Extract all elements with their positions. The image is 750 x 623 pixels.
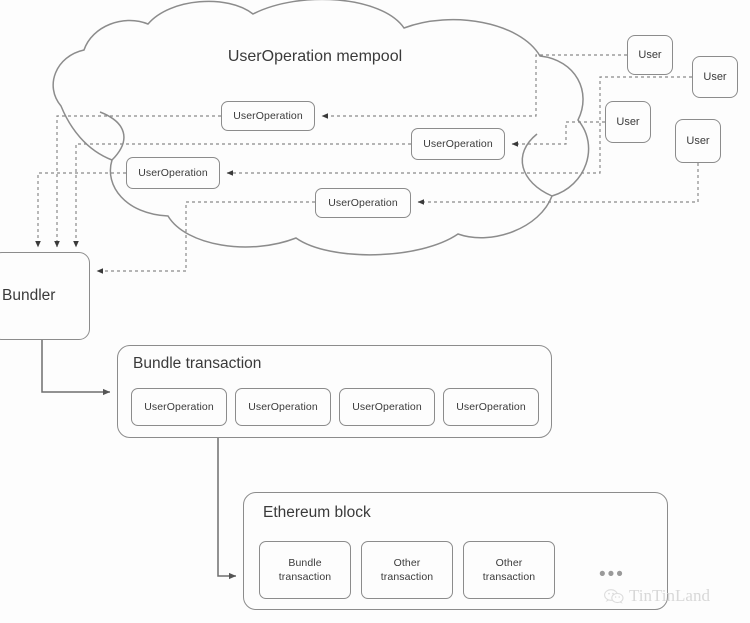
bundle-useroperation-4[interactable]: UserOperation <box>443 388 539 426</box>
block-other-transaction-1-line1: Other <box>393 556 421 569</box>
wechat-icon <box>604 589 624 604</box>
user-box-1[interactable]: User <box>627 35 673 75</box>
block-other-transaction-2-line2: transaction <box>482 571 536 583</box>
user-box-4[interactable]: User <box>675 119 721 163</box>
mempool-useroperation-4[interactable]: UserOperation <box>315 188 411 218</box>
block-other-transaction-2-line1: Other <box>495 556 523 569</box>
mempool-useroperation-2[interactable]: UserOperation <box>411 128 505 160</box>
connector-bundle-transaction-to-block <box>217 438 237 580</box>
block-other-transaction-1-line2: transaction <box>380 571 434 583</box>
bundler-node[interactable]: Bundler <box>0 252 90 340</box>
mempool-cloud-outline <box>52 0 590 256</box>
bundle-transaction-container: Bundle transaction UserOperation UserOpe… <box>117 345 552 438</box>
watermark-text: TinTinLand <box>629 586 710 605</box>
flow-user1-to-uop1 <box>321 54 627 119</box>
block-bundle-transaction-line2: transaction <box>278 571 332 583</box>
dashed-flow-group <box>35 54 699 274</box>
block-other-transaction-1[interactable]: Other transaction <box>361 541 453 599</box>
ethereum-block-ellipsis: ••• <box>599 564 625 585</box>
mempool-useroperation-3[interactable]: UserOperation <box>126 157 220 189</box>
solid-connector-group <box>41 340 237 580</box>
mempool-title: UserOperation mempool <box>227 48 403 65</box>
user-box-2[interactable]: User <box>692 56 738 98</box>
block-bundle-transaction-line1: Bundle <box>288 556 322 569</box>
ethereum-block-items: Bundle transaction Other transaction Oth… <box>259 541 555 599</box>
watermark: TinTinLand <box>604 586 710 606</box>
mempool-useroperation-1[interactable]: UserOperation <box>221 101 315 131</box>
flow-user4-to-uop4 <box>417 163 699 205</box>
connector-bundler-to-bundle-transaction <box>41 340 111 396</box>
ethereum-block-container: Ethereum block Bundle transaction Other … <box>243 492 668 610</box>
flow-uop4-to-bundler-side <box>96 201 315 274</box>
bundle-useroperation-1[interactable]: UserOperation <box>131 388 227 426</box>
block-other-transaction-2[interactable]: Other transaction <box>463 541 555 599</box>
bundle-useroperation-3[interactable]: UserOperation <box>339 388 435 426</box>
bundle-useroperation-2[interactable]: UserOperation <box>235 388 331 426</box>
block-bundle-transaction[interactable]: Bundle transaction <box>259 541 351 599</box>
flow-user3-to-uop2 <box>511 121 605 147</box>
flow-uop2-to-bundler <box>73 143 411 248</box>
flow-uop1-to-bundler <box>54 115 221 248</box>
bundle-transaction-items: UserOperation UserOperation UserOperatio… <box>131 388 539 426</box>
ethereum-block-title: Ethereum block <box>263 504 371 521</box>
user-box-3[interactable]: User <box>605 101 651 143</box>
flow-user2-to-uop3 <box>226 76 692 176</box>
bundle-transaction-title: Bundle transaction <box>133 355 262 372</box>
